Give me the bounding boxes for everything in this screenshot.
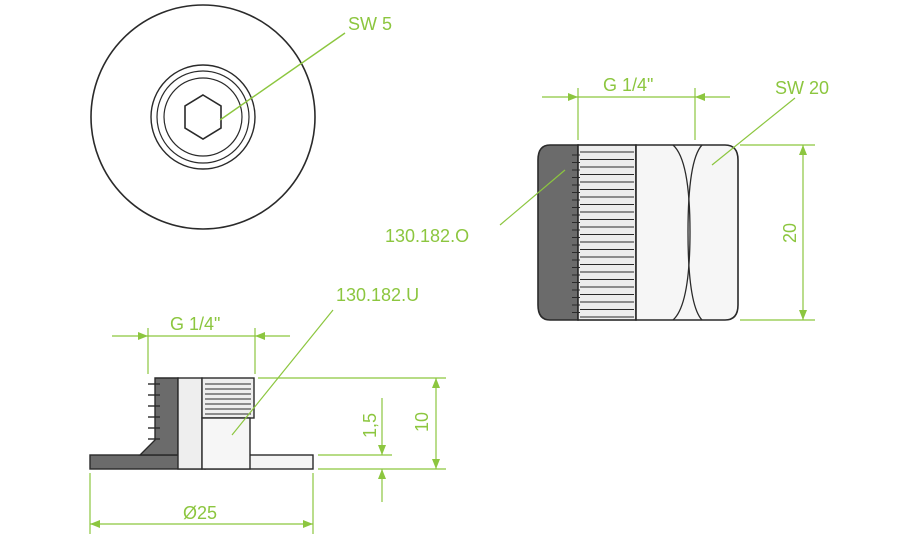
dia-arrow-left — [90, 520, 100, 528]
bottom-h-arrow-bottom — [432, 459, 440, 469]
sw5-leader — [219, 32, 346, 121]
side-dark-cap — [537, 144, 579, 321]
insert-thread-block — [201, 377, 255, 419]
side-h-label: 20 — [780, 223, 800, 243]
sw5-label: SW 5 — [348, 14, 392, 34]
stem-teeth — [148, 383, 160, 440]
sw20-leader — [711, 97, 796, 166]
bottom-g-label: G 1/4" — [170, 314, 220, 334]
side-g-arrow-left — [568, 93, 578, 101]
side-view: G 1/4" SW 20 130.182.O 20 — [385, 75, 829, 321]
bottom-g-arrow-left — [138, 332, 148, 340]
side-h-arrow-bottom — [799, 310, 807, 320]
flange-arrow-top — [378, 445, 386, 455]
flange-arrow-bottom — [378, 469, 386, 479]
dia-label: Ø25 — [183, 503, 217, 523]
insert-lower-block — [201, 417, 251, 470]
side-g-arrow-right — [695, 93, 705, 101]
part-o-leader — [499, 169, 566, 226]
bottom-h-label: 10 — [412, 412, 432, 432]
side-h-arrow-top — [799, 145, 807, 155]
bottom-g-arrow-right — [255, 332, 265, 340]
side-hex-flat-1 — [672, 144, 691, 321]
flange-label: 1,5 — [360, 413, 380, 438]
sw20-label: SW 20 — [775, 78, 829, 98]
bottom-h-arrow-top — [432, 378, 440, 388]
side-hex-body — [635, 144, 739, 321]
part-o-label: 130.182.O — [385, 226, 469, 246]
part-u-leader — [231, 309, 334, 436]
side-hex-flat-2 — [687, 144, 703, 321]
bottom-view: G 1/4" 130.182.U 10 1,5 Ø25 — [89, 285, 446, 534]
dia-arrow-right — [303, 520, 313, 528]
part-u-label: 130.182.U — [336, 285, 419, 305]
side-g-label: G 1/4" — [603, 75, 653, 95]
side-thread-lines — [572, 151, 634, 318]
hex-socket-icon — [184, 94, 222, 140]
stem-light — [177, 377, 203, 470]
top-view: SW 5 — [90, 4, 392, 230]
side-thread-block — [577, 144, 637, 321]
insert-thread-lines — [205, 383, 251, 415]
